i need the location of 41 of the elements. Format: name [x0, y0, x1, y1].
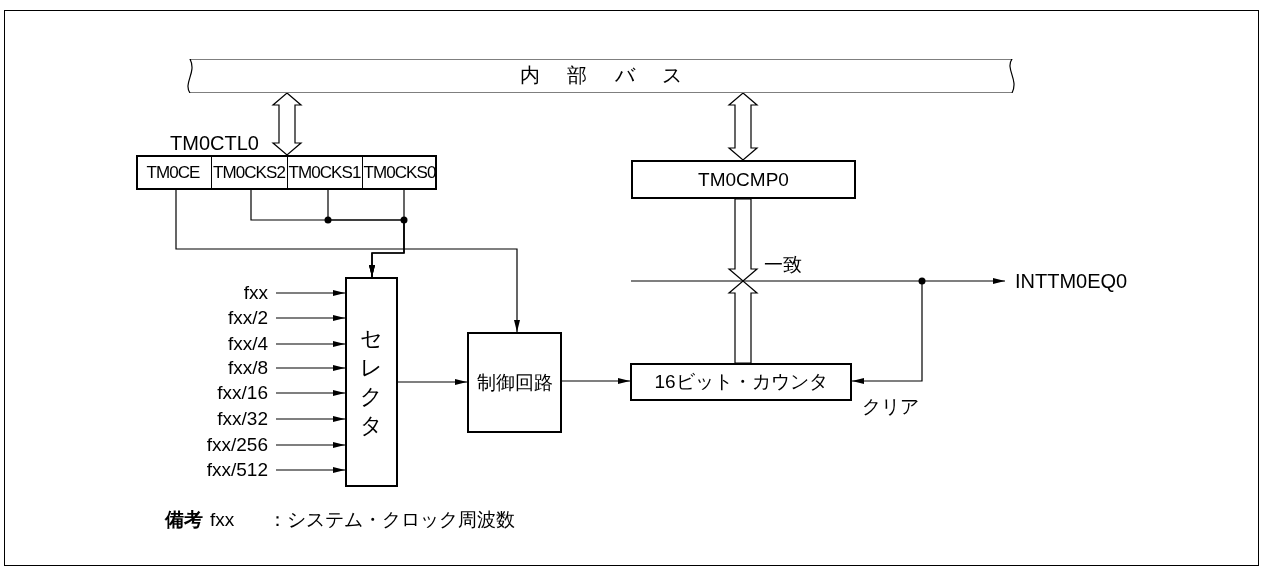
clock-label: fxx/16 [158, 382, 268, 403]
bit-field: TM0CKS1 [286, 157, 362, 188]
clock-label: fxx/4 [158, 333, 268, 354]
side-label: クリア [862, 396, 919, 417]
bit-field: TM0CKS2 [210, 157, 287, 188]
clock-label: fxx/2 [158, 307, 268, 328]
edge-label: 一致 [764, 254, 802, 275]
bus-arrow [727, 92, 759, 161]
arrow [275, 416, 346, 422]
arrow [275, 315, 346, 321]
arrow [275, 442, 346, 448]
bus-label: 内 部 バ ス [518, 65, 684, 86]
control-box: 制御回路 [467, 332, 562, 433]
arrow [630, 278, 1006, 284]
arrow [275, 341, 346, 347]
clock-label: fxx/256 [158, 434, 268, 455]
arrow [275, 290, 346, 296]
clock-label: fxx [158, 282, 268, 303]
bus-arrow [727, 198, 759, 282]
bit-field: TM0CKS0 [361, 157, 437, 188]
note-text: fxx [210, 509, 235, 530]
clock-label: fxx/32 [158, 408, 268, 429]
counter-box: 16ビット・カウンタ [630, 363, 852, 401]
arrow [275, 390, 346, 396]
bit-field: TM0CE [135, 157, 211, 188]
clock-label: fxx/512 [158, 459, 268, 480]
register-box: TM0CMP0 [631, 160, 856, 199]
arrow [561, 378, 631, 384]
arrow [369, 187, 405, 278]
selector-box: セレクタ [345, 277, 398, 487]
arrow [397, 379, 468, 385]
signal-label: INTTM0EQ0 [1015, 271, 1128, 292]
bus-arrow [271, 92, 303, 156]
arrow [275, 365, 346, 371]
note-heading: 備考 [165, 509, 203, 530]
register-name: TM0CTL0 [170, 133, 259, 154]
clock-label: fxx/8 [158, 357, 268, 378]
arrow [275, 467, 346, 473]
bus-arrow [727, 280, 759, 364]
note-text: ：システム・クロック周波数 [268, 509, 515, 530]
arrow [175, 187, 520, 333]
